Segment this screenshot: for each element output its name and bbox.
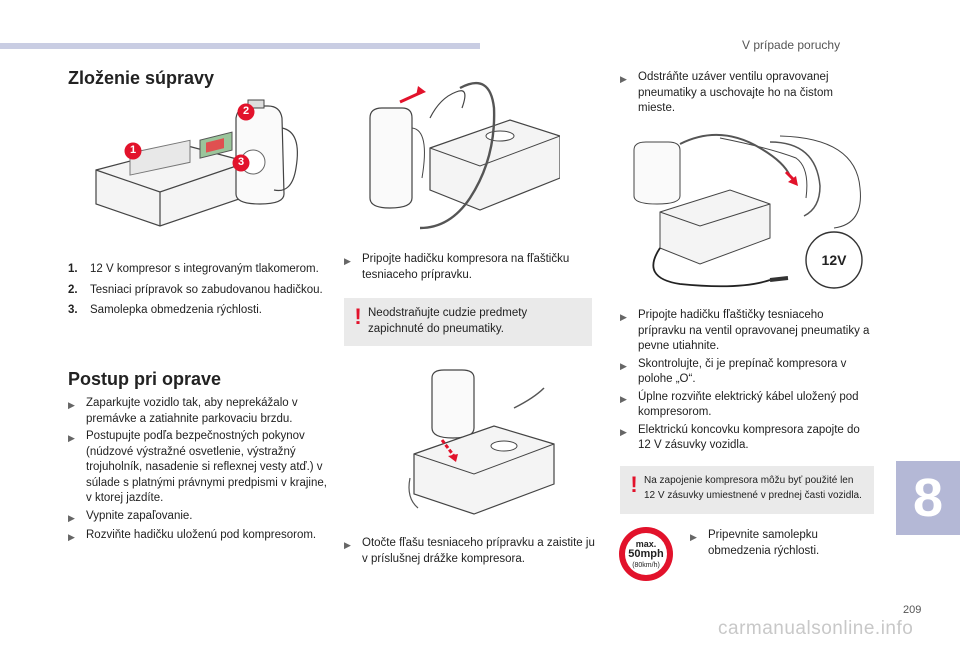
list-item-number: 2. — [68, 283, 78, 296]
list-item-text: Elektrickú koncovku kompresora zapojte d… — [638, 423, 860, 452]
bullet-icon: ▶ — [690, 532, 697, 542]
list-item-text: Skontrolujte, či je prepínač kompresora … — [638, 357, 847, 386]
list-item-text: Vypnite zapaľovanie. — [86, 509, 193, 522]
procedure-list: ▶ Zaparkujte vozidlo tak, aby neprekážalo… — [68, 396, 330, 548]
list-item: ▶ Elektrickú koncovku kompresora zapojte … — [620, 423, 874, 454]
list-item-text: Pripevnite samolepku obmedzenia rýchlost… — [708, 529, 820, 557]
section-title: V prípade poruchy — [742, 38, 841, 52]
bullet-icon: ▶ — [68, 532, 75, 542]
warning-icon: ! — [354, 304, 362, 329]
kit-heading: Zloženie súpravy — [68, 68, 215, 88]
right-list-sign: ▶ Pripevnite samolepku obmedzenia rýchlos… — [690, 528, 850, 561]
header-band — [0, 43, 480, 49]
right-list-top: ▶ Odstráňte uzáver ventilu opravovanej pn… — [620, 70, 872, 119]
bullet-icon: ▶ — [68, 400, 75, 410]
warning-text: Neodstraňujte cudzie predmety zapichnuté… — [368, 307, 528, 335]
list-item: ▶ Pripojte hadičku fľaštičky tesniaceho p… — [620, 308, 874, 355]
middle-list-1: ▶ Pripojte hadičku kompresora na fľaštičk… — [344, 252, 590, 285]
warning-box-socket: ! Na zapojenie kompresora môžu byť použi… — [620, 466, 874, 514]
list-item-text: 12 V kompresor s integrovaným tlakomerom… — [90, 263, 319, 275]
list-item-text: Otočte fľašu tesniaceho prípravku a zais… — [362, 537, 595, 565]
warning-box-foreign-objects: ! Neodstraňujte cudzie predmety zapichnu… — [344, 298, 592, 346]
callout-1-label: 1 — [129, 144, 137, 156]
chapter-tab: 8 — [896, 461, 960, 535]
bullet-icon: ▶ — [344, 256, 351, 266]
callout-3-icon — [232, 154, 250, 172]
list-item-text: Pripojte hadičku kompresora na fľaštičku… — [362, 253, 570, 281]
warning-icon: ! — [630, 472, 638, 497]
list-item: ▶ Otočte fľašu tesniaceho prípravku a zai… — [344, 536, 596, 567]
bullet-icon: ▶ — [620, 393, 627, 404]
list-item: ▶ Odstráňte uzáver ventilu opravovanej pn… — [620, 70, 872, 117]
list-item-text: Pripojte hadičku fľaštičky tesniaceho pr… — [638, 309, 870, 352]
speed-sign-sub: (80km/h) — [632, 562, 660, 569]
list-item: ▶ Pripevnite samolepku obmedzenia rýchlos… — [690, 528, 850, 559]
list-item-text: Rozviňte hadičku uloženú pod kompresorom… — [86, 529, 317, 541]
list-item: 1. 12 V kompresor s integrovaným tlakome… — [68, 262, 338, 278]
list-item: ▶ Zaparkujte vozidlo tak, aby neprekážalo… — [68, 396, 330, 427]
bottle-insert-illustration — [408, 369, 555, 515]
bullet-icon: ▶ — [620, 360, 627, 371]
kit-list: 1. 12 V kompresor s integrovaným tlakome… — [68, 262, 338, 324]
callout-3-label: 3 — [237, 156, 245, 168]
callout-1-icon — [124, 142, 142, 160]
bullet-icon: ▶ — [620, 74, 627, 84]
list-item: ▶ Úplne rozviňte elektrický kábel uložený… — [620, 390, 874, 421]
bullet-icon: ▶ — [620, 426, 627, 437]
list-item: ▶ Vypnite zapaľovanie. — [68, 509, 330, 527]
procedure-heading: Postup pri oprave — [68, 369, 222, 389]
callout-2-icon — [237, 103, 255, 121]
right-list: ▶ Pripojte hadičku fľaštičky tesniaceho p… — [620, 308, 874, 456]
list-item-number: 1. — [68, 263, 78, 275]
list-item-text: Tesniaci prípravok so zabudovanou hadičk… — [90, 283, 323, 296]
list-item-text: Zaparkujte vozidlo tak, aby neprekážalo … — [86, 397, 298, 425]
list-item-text: Postupujte podľa bezpečnostných pokynov … — [86, 430, 327, 504]
list-item-text: Úplne rozviňte elektrický kábel uložený … — [638, 390, 859, 419]
tyre-connect-illustration — [633, 134, 863, 289]
list-item: ▶ Rozviňte hadičku uloženú pod kompresoro… — [68, 528, 330, 546]
speed-sign-max: max. — [635, 539, 657, 549]
watermark: carmanualsonline.info — [718, 618, 914, 639]
list-item-text: Odstráňte uzáver ventilu opravovanej pne… — [638, 71, 833, 114]
plug-12v-label: 12V — [821, 252, 847, 268]
speed-sign-speed: 50mph — [628, 548, 664, 560]
list-item: ▶ Skontrolujte, či je prepínač kompresora… — [620, 357, 874, 388]
warning-text: Na zapojenie kompresora môžu byť použité… — [644, 475, 862, 501]
hose-connect-illustration — [369, 82, 560, 230]
list-item: 3. Samolepka obmedzenia rýchlosti. — [68, 303, 338, 319]
callout-2-label: 2 — [242, 105, 250, 117]
bullet-icon: ▶ — [68, 433, 75, 443]
list-item: 2. Tesniaci prípravok so zabudovanou had… — [68, 283, 338, 299]
list-item: ▶ Pripojte hadičku kompresora na fľaštičk… — [344, 252, 590, 283]
bullet-icon: ▶ — [620, 312, 627, 322]
list-item-number: 3. — [68, 304, 78, 316]
speed-sign-icon — [619, 527, 673, 581]
kit-illustration — [95, 99, 298, 227]
page-number: 209 — [903, 604, 922, 616]
bullet-icon: ▶ — [344, 540, 351, 550]
list-item-text: Samolepka obmedzenia rýchlosti. — [90, 304, 262, 316]
middle-list-2: ▶ Otočte fľašu tesniaceho prípravku a zai… — [344, 536, 596, 569]
bullet-icon: ▶ — [68, 512, 75, 523]
list-item: ▶ Postupujte podľa bezpečnostných pokynov… — [68, 429, 330, 507]
